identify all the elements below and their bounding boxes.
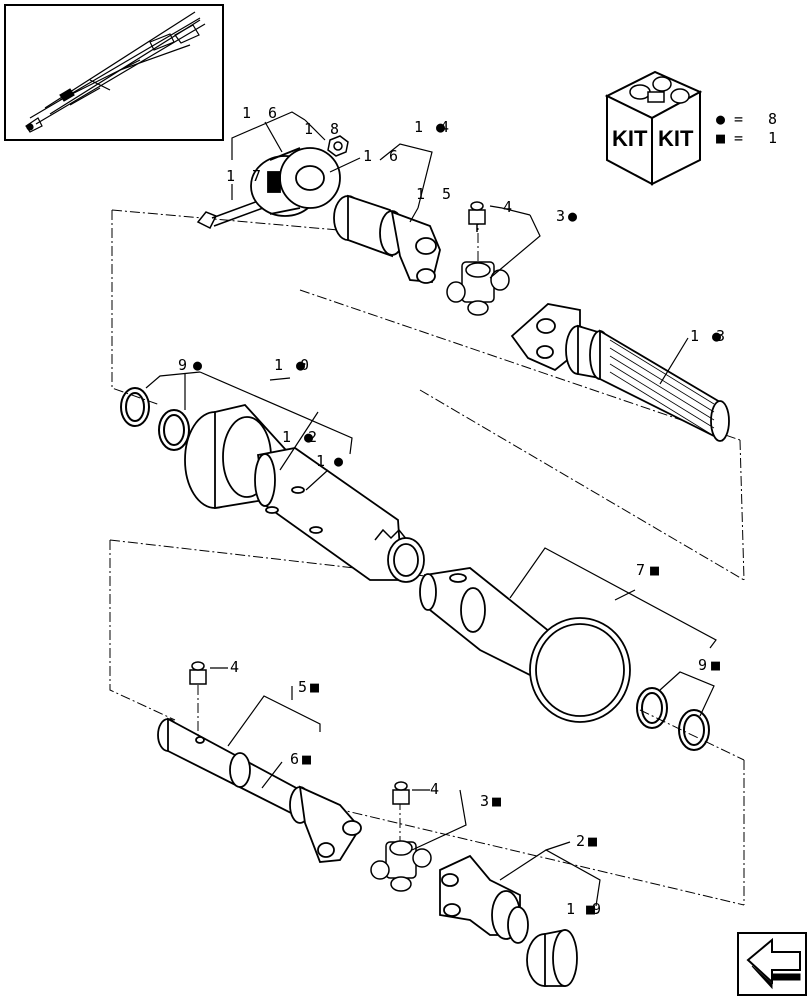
- callout-14: 1 4: [414, 118, 453, 136]
- marker-5: ■: [310, 678, 319, 696]
- callout-3-upper: 3: [556, 207, 565, 225]
- callout-4-upper: 4: [503, 198, 512, 216]
- callout-16-top: 1 6: [242, 104, 281, 122]
- yoke-2[interactable]: [439, 854, 529, 944]
- yoke-15[interactable]: [333, 194, 441, 284]
- callout-3-lower: 3: [480, 792, 489, 810]
- snap-ring-9-upper-a[interactable]: [120, 387, 150, 427]
- marker-10: ●: [296, 356, 305, 374]
- callout-13: 1 3: [690, 327, 729, 345]
- assembly-axis-lines: [109, 209, 745, 906]
- callout-4-lower: 4: [430, 780, 439, 798]
- callout-9-upper: 9: [178, 356, 187, 374]
- callout-18: 1 8: [304, 120, 343, 138]
- circle-quantity: 8: [768, 110, 777, 128]
- marker-11: ●: [334, 452, 343, 470]
- marker-12: ●: [304, 428, 313, 446]
- arrow-icon: [746, 937, 801, 990]
- next-page-arrow-button[interactable]: [737, 932, 807, 996]
- callout-6: 6: [290, 750, 299, 768]
- callout-16-right: 1 6: [363, 147, 402, 165]
- cross-journal-3-upper[interactable]: [446, 261, 510, 316]
- callout-2: 2: [576, 832, 585, 850]
- marker-6: ■: [302, 750, 311, 768]
- marker-14: ●: [436, 118, 445, 136]
- guard-half-7[interactable]: [419, 567, 631, 723]
- grease-fitting-4-lower[interactable]: [392, 781, 410, 805]
- callout-4-middle: 4: [230, 658, 239, 676]
- snap-ring-9-upper-b[interactable]: [158, 409, 190, 451]
- grease-fitting-4-upper[interactable]: [468, 201, 486, 232]
- square-quantity: 1: [768, 129, 777, 147]
- grease-fitting-4-middle[interactable]: [189, 661, 207, 685]
- square-equals: =: [734, 129, 743, 147]
- marker-2: ■: [588, 832, 597, 850]
- marker-13: ●: [712, 327, 721, 345]
- nut-18[interactable]: [327, 135, 349, 157]
- machine-overview-thumbnail[interactable]: [4, 4, 224, 141]
- callout-12: 1 2: [282, 428, 321, 446]
- callout-10: 1 0: [274, 356, 313, 374]
- callout-17: 1 7: [226, 167, 265, 185]
- guard-tube-12[interactable]: [254, 447, 425, 583]
- callout-9-lower: 9: [698, 656, 707, 674]
- kit-label-left: KIT: [612, 126, 648, 151]
- kit-label-right: KIT: [658, 126, 694, 151]
- callout-19: 1 9: [566, 900, 605, 918]
- marker-3-lower: ■: [492, 792, 501, 810]
- leader-lines: [145, 111, 717, 907]
- splined-shaft-13[interactable]: [510, 303, 730, 442]
- marker-9-upper: ●: [193, 356, 202, 374]
- square-symbol: ■: [716, 129, 725, 147]
- kit-quantity-legend: ● = 8 ■ = 1: [716, 110, 777, 147]
- marker-3-upper: ●: [568, 207, 577, 225]
- yoke-tube-5-6[interactable]: [157, 717, 362, 863]
- callout-5: 5: [298, 678, 307, 696]
- bearing-19[interactable]: [526, 928, 578, 987]
- circle-equals: =: [734, 110, 743, 128]
- callout-labels: 1 6 1 8 1 6 1 7 1 4 ● 1 5 4 3 ● 1 3 ● 9 …: [178, 104, 729, 918]
- cross-journal-3-lower[interactable]: [370, 840, 432, 892]
- snap-ring-9-lower-b[interactable]: [678, 709, 710, 751]
- clamp-collar-16[interactable]: [250, 147, 341, 217]
- circle-symbol: ●: [716, 110, 725, 128]
- kit-box-icon: KIT KIT: [604, 70, 703, 186]
- callout-15: 1 5: [416, 185, 455, 203]
- marker-19: ■: [586, 900, 595, 918]
- callout-11: 1: [316, 452, 329, 470]
- marker-7: ■: [650, 561, 659, 579]
- callout-7: 7: [636, 561, 645, 579]
- snap-ring-9-lower-a[interactable]: [636, 687, 668, 729]
- marker-9-lower: ■: [711, 656, 720, 674]
